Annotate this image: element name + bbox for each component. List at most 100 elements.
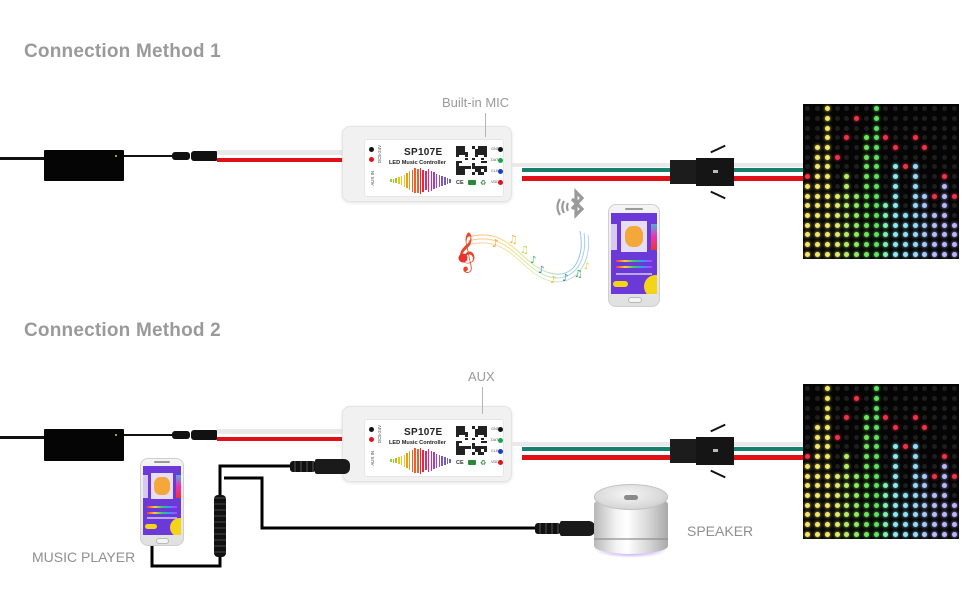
waveform-bar [417, 168, 419, 193]
qr-module [483, 446, 487, 450]
led-lit [824, 444, 830, 450]
waveform-bar [438, 174, 441, 187]
qr-module [471, 163, 475, 167]
data-wire-white [512, 442, 672, 446]
controller-label-panel: DC5-24V AUX IN SP107E LED Music Controll… [364, 419, 504, 477]
led-lit [951, 241, 957, 247]
led-peak [893, 145, 899, 151]
qr-module [471, 426, 475, 429]
led-peak [893, 425, 899, 431]
led-lit [873, 154, 879, 160]
qr-module [480, 426, 484, 429]
qr-module [474, 431, 478, 435]
led-lit [873, 222, 879, 228]
qr-module [459, 166, 463, 170]
led-off [922, 125, 928, 131]
app-button [144, 523, 158, 529]
led-off [912, 434, 918, 440]
matrix-wire-green [734, 447, 804, 451]
waveform-bar [427, 169, 430, 192]
led-lit [824, 434, 830, 440]
led-lit [912, 222, 918, 228]
led-lit [912, 521, 918, 527]
app-slider-3 [146, 517, 178, 520]
pin-label: VDD [491, 460, 500, 464]
dc-cable [124, 155, 174, 157]
led-off [951, 444, 957, 450]
led-off [932, 174, 938, 180]
led-off [951, 106, 957, 112]
led-lit [824, 492, 830, 498]
led-off [834, 463, 840, 469]
led-lit [834, 483, 840, 489]
led-off [815, 125, 821, 131]
led-off [844, 396, 850, 402]
jst-connector-1 [670, 144, 734, 200]
led-lit [893, 212, 899, 218]
led-peak [922, 145, 928, 151]
qr-module [471, 446, 475, 450]
led-off [854, 444, 860, 450]
led-lit [912, 531, 918, 537]
led-lit [824, 425, 830, 431]
qr-module [459, 431, 463, 435]
qr-module [483, 154, 487, 158]
qr-module [459, 446, 463, 450]
led-lit [922, 203, 928, 209]
led-lit [893, 473, 899, 479]
phone-home-button[interactable] [156, 538, 169, 544]
waveform-icon [390, 447, 452, 474]
data-wire-red [522, 176, 672, 181]
led-off [883, 174, 889, 180]
led-off [902, 145, 908, 151]
qr-module [483, 169, 487, 172]
led-off [883, 463, 889, 469]
app-card-left [611, 223, 618, 251]
led-lit [815, 193, 821, 199]
led-lit [873, 116, 879, 122]
phone-home-button[interactable] [628, 297, 642, 303]
led-off [834, 174, 840, 180]
led-lit [893, 454, 899, 460]
led-off [902, 174, 908, 180]
led-lit [941, 473, 947, 479]
led-lit [815, 232, 821, 238]
qr-module [477, 166, 481, 170]
led-lit [893, 164, 899, 170]
qr-module [480, 157, 484, 161]
led-off [805, 405, 811, 411]
led-off [902, 154, 908, 160]
built-in-mic-label: Built-in MIC [442, 95, 510, 110]
qr-module [483, 431, 487, 435]
led-lit [873, 203, 879, 209]
led-lit [902, 512, 908, 518]
qr-module [483, 160, 487, 164]
led-lit [863, 183, 869, 189]
qr-module [474, 154, 478, 158]
led-off [854, 463, 860, 469]
led-lit [951, 531, 957, 537]
led-lit [893, 174, 899, 180]
led-lit [824, 454, 830, 460]
led-off [844, 154, 850, 160]
led-lit [902, 212, 908, 218]
qr-module [477, 146, 481, 149]
led-lit [805, 251, 811, 257]
led-peak [844, 135, 850, 141]
led-off [932, 125, 938, 131]
led-lit [815, 183, 821, 189]
led-controller-2: DC5-24V AUX IN SP107E LED Music Controll… [342, 406, 512, 482]
led-lit [863, 241, 869, 247]
led-off [951, 135, 957, 141]
qr-module [459, 428, 463, 432]
led-off [844, 125, 850, 131]
led-lit [893, 222, 899, 228]
led-off [805, 434, 811, 440]
led-lit [951, 521, 957, 527]
led-lit [873, 251, 879, 257]
led-lit [912, 444, 918, 450]
led-lit [815, 512, 821, 518]
led-off [883, 125, 889, 131]
led-lit [824, 116, 830, 122]
waveform-bar [411, 449, 414, 472]
